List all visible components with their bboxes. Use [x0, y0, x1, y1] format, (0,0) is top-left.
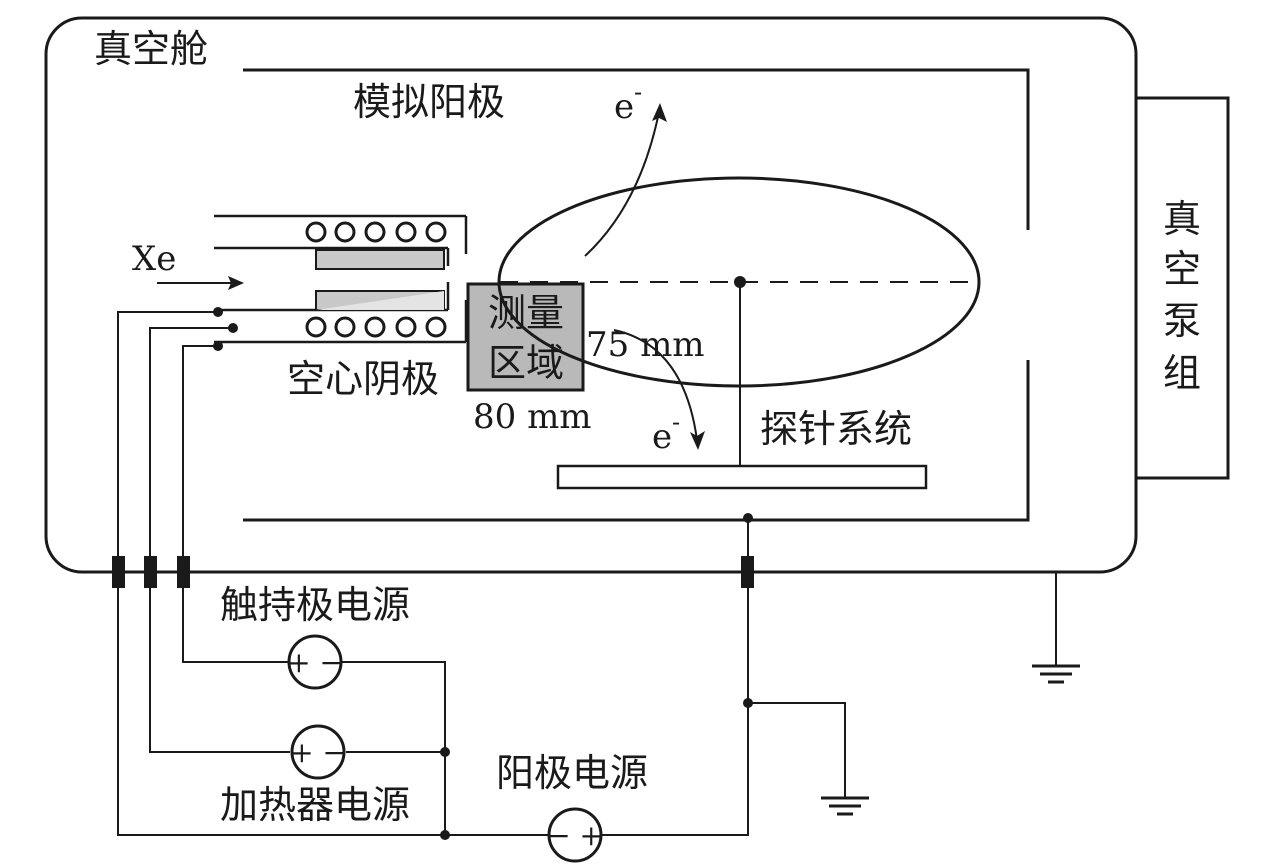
dimension-80mm: 80 mm — [473, 397, 592, 437]
vacuum-pump-box — [1134, 96, 1230, 480]
pump-label-char-3: 泵 — [1163, 299, 1201, 343]
heater-polarity: + − — [290, 736, 346, 769]
probe-system-label: 探针系统 — [760, 407, 912, 451]
cathode-tube-upper — [315, 249, 445, 270]
measurement-region-box — [466, 282, 585, 392]
keeper-polarity: + − — [287, 646, 343, 679]
keeper-supply-symbol — [287, 634, 343, 690]
measurement-region-label-line1: 测量 — [488, 291, 564, 335]
measurement-region-label-line2: 区域 — [488, 341, 564, 385]
dimension-75mm: 75 mm — [586, 325, 705, 365]
chamber-label: 真空舱 — [94, 27, 208, 71]
vacuum-pump-label: 真 空 泵 组 — [1163, 197, 1201, 395]
pump-label-char-1: 真 — [1163, 197, 1201, 241]
ground-symbol-anode — [821, 796, 869, 816]
xe-flow-arrow — [157, 276, 244, 290]
simulated-anode — [243, 68, 1030, 522]
anode-polarity: − + — [547, 819, 603, 852]
hollow-cathode-assembly — [214, 214, 468, 344]
anode-supply-label: 阳极电源 — [496, 751, 648, 795]
heater-coil-upper — [305, 221, 447, 243]
electron-label-lower: e - — [652, 408, 680, 457]
keeper-supply-label: 触持极电源 — [220, 583, 410, 627]
heater-supply-symbol — [290, 724, 346, 780]
simulated-anode-label: 模拟阳极 — [353, 80, 505, 124]
heater-supply-label: 加热器电源 — [220, 783, 410, 827]
anode-supply-symbol — [547, 807, 603, 863]
electron-label-lower-sup: - — [672, 408, 680, 436]
feedthroughs — [112, 556, 754, 588]
electron-path-upper — [584, 103, 667, 257]
electron-label-lower-text: e — [652, 417, 672, 457]
electron-label-upper-sup: - — [634, 78, 642, 106]
pump-label-char-4: 组 — [1163, 351, 1201, 395]
xe-label: Xe — [132, 239, 176, 279]
electron-label-upper: e - — [614, 78, 642, 127]
electron-path-lower — [613, 329, 705, 450]
electron-label-upper-text: e — [614, 87, 634, 127]
probe-system-base — [556, 464, 928, 490]
heater-coil-lower — [305, 316, 447, 338]
pump-label-char-2: 空 — [1163, 247, 1201, 291]
hollow-cathode-label: 空心阴极 — [287, 357, 439, 401]
ground-symbol-chamber — [1032, 664, 1080, 684]
